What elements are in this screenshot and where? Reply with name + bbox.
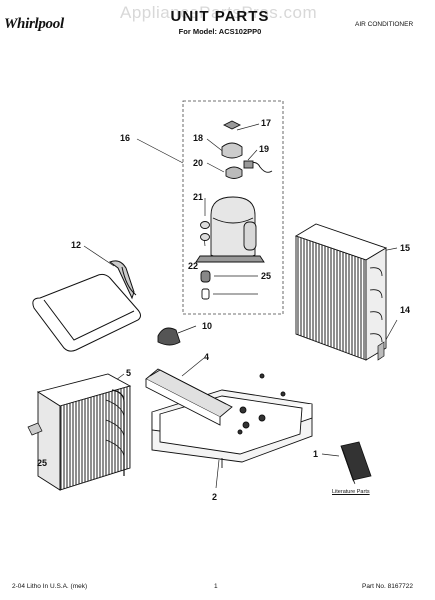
- nut-part-17: [222, 120, 242, 130]
- callout-21: 25: [261, 271, 271, 281]
- model-line: For Model: ACS102PP0: [178, 27, 262, 36]
- callout-9: 12: [71, 240, 81, 250]
- footer-print-info: 2-04 Litho In U.S.A. (mek): [12, 583, 88, 590]
- callout-14: 16: [120, 133, 130, 143]
- callout-12: 15: [400, 243, 410, 253]
- callout-25: 25: [37, 458, 47, 468]
- watermark: AppliancePartsPros.com: [120, 3, 318, 22]
- callout-1: 1: [313, 449, 318, 459]
- callout-18: 18: [193, 133, 203, 143]
- category-label: AIR CONDITIONER: [355, 21, 414, 28]
- footer-part-number: Part No. 8167722: [362, 583, 413, 590]
- compressor-base: [195, 255, 265, 263]
- callout-17: 17: [261, 118, 271, 128]
- evaporator-coil-part-5: [27, 373, 132, 491]
- accumulator: [243, 221, 257, 251]
- literature-parts-label: Literature Parts: [332, 489, 370, 495]
- callout-2: 2: [212, 492, 217, 502]
- shroud-part-9: [32, 260, 141, 352]
- callout-19: 21: [193, 192, 203, 202]
- bracket-part-8: [157, 327, 181, 346]
- overload-part-15: [243, 160, 254, 169]
- literature-booklet-part-1: [340, 441, 372, 485]
- drain-pan-part-4: [145, 368, 233, 426]
- callout-16: 20: [193, 158, 203, 168]
- condenser-coil-part-12: [294, 223, 388, 361]
- mount-part-21: [200, 270, 211, 283]
- terminal-cover-part-18: [221, 142, 243, 159]
- sleeve-part-22: [201, 288, 210, 300]
- base-pan-part-2: [151, 373, 313, 468]
- callout-labels: 16 18 17 19 20 21 22 25 12 10 4 5 15 14 …: [37, 118, 410, 502]
- callout-10: 14: [400, 305, 410, 315]
- compressor-group-box: [182, 100, 284, 315]
- callout-8: 10: [202, 321, 212, 331]
- callout-5: 5: [126, 368, 131, 378]
- compressor-assembly: [195, 120, 273, 300]
- grommet-part-20: [200, 233, 210, 241]
- washer-part-19: [200, 221, 210, 229]
- callout-15: 19: [259, 144, 269, 154]
- callout-4: 4: [204, 352, 209, 362]
- whirlpool-logo: Whirlpool: [4, 16, 64, 32]
- gasket-part-16: [225, 166, 243, 179]
- page-title: UNIT PARTS: [170, 8, 270, 25]
- footer-page-number: 1: [214, 583, 218, 590]
- callout-20: 22: [188, 261, 198, 271]
